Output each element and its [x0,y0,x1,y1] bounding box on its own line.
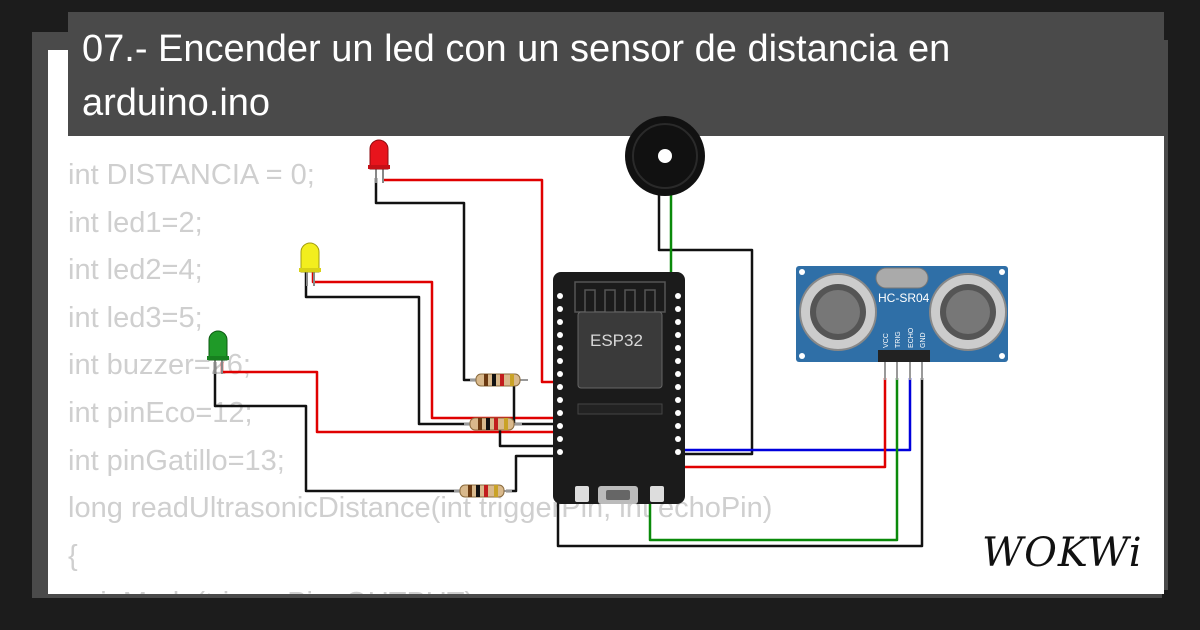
code-line: int DISTANCIA = 0; [68,159,315,191]
wire-black-led1 [374,178,476,382]
wire-black-led3 [213,362,460,493]
esp32-board [553,272,685,504]
board-label: ESP32 [590,331,643,350]
resistor [454,484,512,498]
sensor-pin-label: TRIG [895,331,902,348]
board-pins [557,293,681,455]
wire-black-res2 [498,424,560,448]
buzzer [625,116,705,196]
wire-black-buzzer [657,190,754,456]
code-line: int pinGatillo=13; [68,444,285,477]
code-line: int led2=4; [68,254,203,287]
ultrasonic-sensor [796,266,1008,380]
wire-black-res3 [506,454,560,493]
code-background: int DISTANCIA = 0; int led1=2; int led2=4;… [68,152,772,594]
resistor [470,373,528,387]
code-line: long readUltrasonicDistance(int triggerP… [68,492,773,525]
led-red [368,139,390,183]
sensor-model-label: HC-SR04 [878,291,930,305]
code-line: { [68,539,78,572]
wokwi-logo-text: WOKWi [982,530,1143,576]
code-line: int pinEco=12; [68,396,253,429]
code-line: int led3=5; [68,301,203,334]
title-bar: 07.- Encender un led con un sensor de di… [68,12,1164,136]
led-green [207,330,229,374]
project-title: 07.- Encender un led con un sensor de di… [82,28,951,124]
wire-black-led2 [304,270,472,426]
sensor-pin-label: GND [920,332,927,348]
wire-red-led3 [220,362,580,434]
wokwi-logo: WOKWi [982,530,1143,576]
sensor-pin-label: VCC [883,333,890,348]
code-line: int led1=2; [68,206,203,239]
resistor [464,417,522,431]
wire-red-led2 [311,270,580,420]
sensor-pin-label: ECHO [908,327,915,348]
code-line: pinMode(triggerPin, OUTPUT); [68,580,772,594]
led-yellow [299,242,321,286]
